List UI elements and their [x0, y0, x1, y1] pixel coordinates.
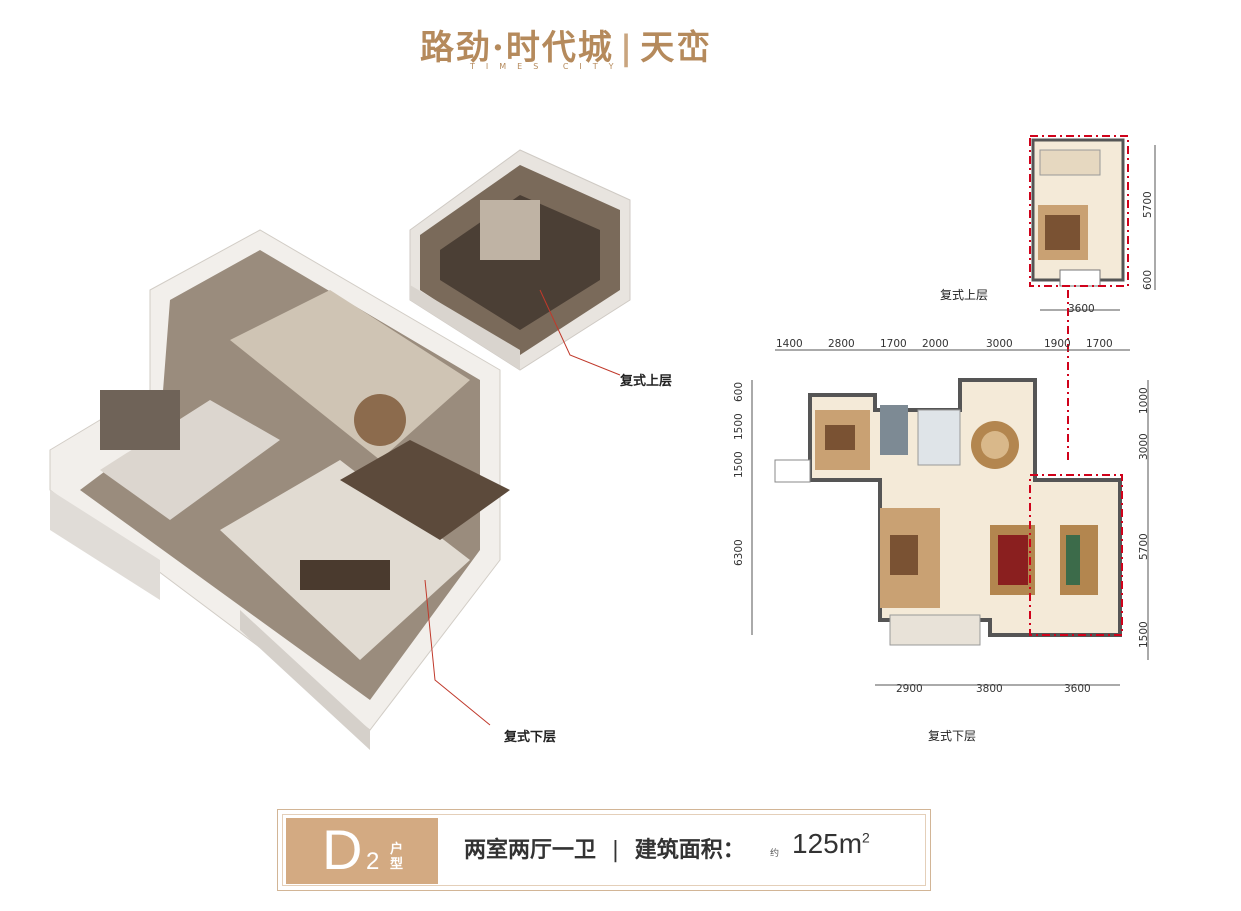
- lower-dim-top-4: 3000: [986, 338, 1013, 350]
- logo-divider: |: [619, 28, 635, 68]
- lower-render-caption: 复式下层: [504, 730, 557, 745]
- brand-english: TIMES CITY: [470, 62, 625, 71]
- isometric-render: [49, 149, 631, 750]
- brand-name: 路劲·时代城: [420, 28, 614, 68]
- lower-dim-bottom-2: 3600: [1064, 683, 1091, 695]
- band-divider: |: [611, 838, 620, 863]
- unit-type-badge: D 2 户型: [286, 818, 438, 884]
- pointer-upper: [539, 289, 621, 376]
- lower-dim-left-1: 1500: [733, 413, 745, 440]
- upper-level-render: [409, 149, 631, 371]
- lower-dim-top-2: 1700: [880, 338, 907, 350]
- lower-dim-top-3: 2000: [922, 338, 949, 350]
- pointer-lower: [424, 579, 491, 726]
- area-sup: 2: [862, 829, 870, 846]
- area-value: 125m: [792, 828, 863, 859]
- lower-dim-left-2: 1500: [733, 451, 745, 478]
- lower-dim-bottom-0: 2900: [896, 683, 923, 695]
- area-value-wrap: 125m2: [792, 828, 870, 860]
- lower-dim-right-3: 1500: [1138, 621, 1150, 648]
- area-prefix: 约: [770, 849, 780, 859]
- lower-dim-top-6: 1700: [1086, 338, 1113, 350]
- upper-floor-plan: [1029, 135, 1156, 311]
- unit-info-band: D 2 户型 两室两厅一卫 | 建筑面积： 约 125m2: [277, 809, 931, 891]
- upper-plan-caption: 复式上层: [940, 288, 989, 302]
- unit-type-letter: D: [322, 818, 363, 881]
- upper-dim-bottom-0: 3600: [1068, 303, 1095, 315]
- lower-dim-top-5: 1900: [1044, 338, 1071, 350]
- brand-logo: 路劲·时代城|天峦 TIMES CITY: [420, 20, 800, 75]
- brand-series: 天峦: [640, 28, 713, 68]
- floor-plan: [751, 135, 1156, 686]
- lower-dim-right-2: 5700: [1138, 533, 1150, 560]
- upper-dim-right-1: 600: [1142, 269, 1154, 290]
- lower-dim-left-3: 6300: [733, 539, 745, 566]
- lower-dim-bottom-1: 3800: [976, 683, 1003, 695]
- lower-dim-top-0: 1400: [776, 338, 803, 350]
- upper-dim-right-0: 5700: [1142, 191, 1154, 218]
- lower-dim-right-1: 3000: [1138, 433, 1150, 460]
- lower-level-render: [49, 229, 510, 750]
- area-label: 建筑面积：: [634, 838, 745, 863]
- lower-plan-caption: 复式下层: [928, 729, 977, 743]
- unit-type-number: 2: [366, 848, 380, 875]
- unit-type-word: 户型: [390, 842, 404, 872]
- unit-layout-text: 两室两厅一卫 | 建筑面积：: [464, 832, 745, 864]
- lower-dim-top-1: 2800: [828, 338, 855, 350]
- upper-render-caption: 复式上层: [620, 374, 673, 389]
- unit-layout: 两室两厅一卫: [464, 838, 597, 863]
- lower-dim-left-0: 600: [733, 381, 745, 402]
- lower-floor-plan: [751, 349, 1149, 686]
- lower-dim-right-0: 1000: [1138, 387, 1150, 414]
